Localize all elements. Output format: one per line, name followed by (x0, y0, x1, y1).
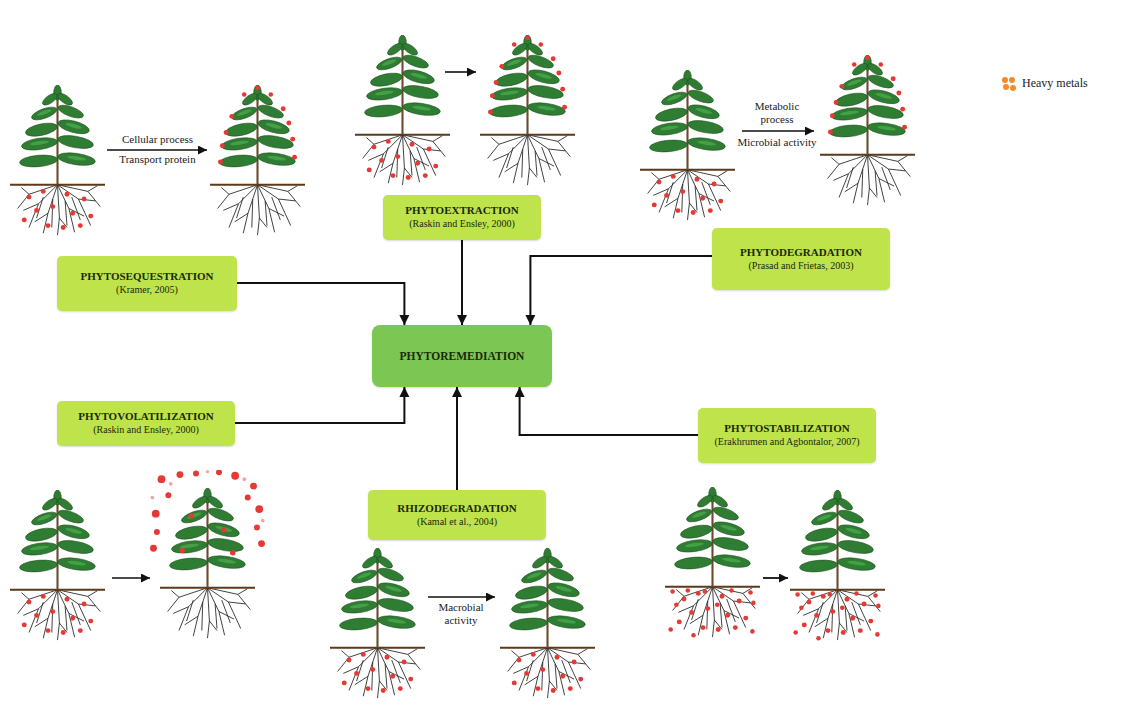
process-label: Macrobial activity (424, 601, 498, 627)
method-box: PHYTOSTABILIZATION(Erakhrumen and Agbont… (698, 408, 876, 463)
swatch-dot (1009, 77, 1015, 83)
method-heading: RHIZODEGRADATION (397, 502, 517, 516)
process-label: Transport protein (100, 153, 215, 166)
legend-item: Heavy metals (1002, 76, 1088, 91)
method-heading: PHYTODEGRADATION (740, 246, 862, 260)
legend-text: Heavy metals (1022, 76, 1088, 91)
method-box: PHYTODEGRADATION(Prasad and Frietas, 200… (712, 228, 890, 290)
flow-arrow (461, 240, 463, 326)
method-box: PHYTOSEQUESTRATION(Kramer, 2005) (57, 256, 237, 311)
citation-text: (Raskin and Ensley, 2000) (409, 218, 514, 230)
central-box: PHYTOREMEDIATION (372, 325, 552, 387)
process-label: Cellular process (100, 133, 215, 146)
flow-arrow (530, 256, 712, 325)
method-heading: PHYTOVOLATILIZATION (78, 410, 213, 424)
process-label: Metabolic process (737, 100, 817, 126)
legend-swatch (1002, 77, 1016, 91)
method-heading: PHYTOREMEDIATION (400, 349, 525, 363)
swatch-dot (1002, 77, 1008, 83)
method-heading: PHYTOSEQUESTRATION (81, 270, 214, 284)
citation-text: (Erakhrumen and Agbontalor, 2007) (714, 436, 859, 448)
citation-text: (Prasad and Frietas, 2003) (749, 260, 854, 272)
method-heading: PHYTOEXTRACTION (405, 204, 518, 218)
flow-arrow (520, 387, 698, 435)
process-label: Microbial activity (737, 136, 817, 149)
method-box: RHIZODEGRADATION(Kamal et al., 2004) (368, 490, 546, 540)
citation-text: (Kramer, 2005) (116, 284, 178, 296)
flow-arrow (235, 387, 404, 423)
swatch-dot (1010, 85, 1016, 91)
flow-arrow (456, 387, 458, 490)
citation-text: (Kamal et al., 2004) (417, 516, 497, 528)
method-box: PHYTOEXTRACTION(Raskin and Ensley, 2000) (383, 195, 541, 240)
method-heading: PHYTOSTABILIZATION (724, 422, 849, 436)
swatch-dot (1003, 84, 1009, 90)
method-box: PHYTOVOLATILIZATION(Raskin and Ensley, 2… (57, 401, 235, 446)
flow-arrow (237, 283, 404, 325)
citation-text: (Raskin and Ensley, 2000) (93, 424, 198, 436)
